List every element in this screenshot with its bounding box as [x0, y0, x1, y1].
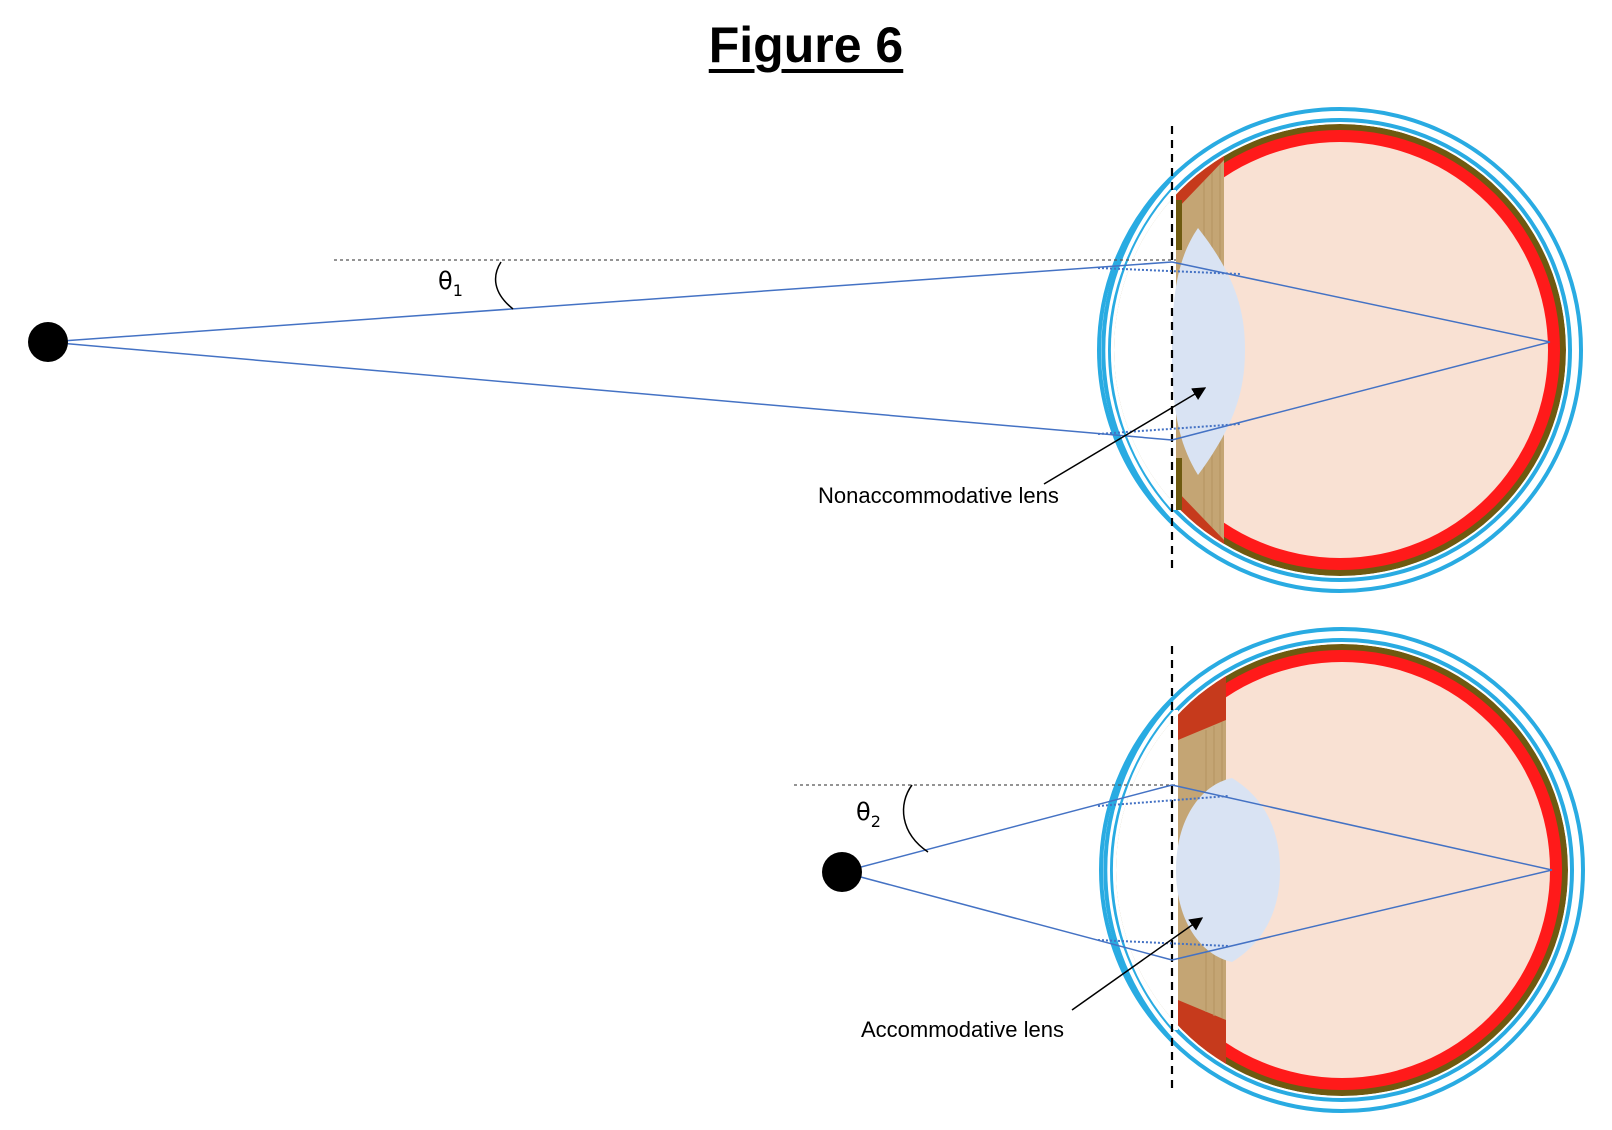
object-near: [822, 852, 862, 892]
panel-accommodative: θ2 Accommodative lens: [794, 620, 1583, 1120]
eyeball-1: [1060, 100, 1581, 600]
angle-label-1: θ1: [438, 267, 463, 300]
iris-bottom: [1176, 458, 1182, 510]
angle-label-2: θ2: [856, 798, 881, 831]
lens-label-1: Nonaccommodative lens: [818, 483, 1059, 508]
lens-label-2: Accommodative lens: [861, 1017, 1064, 1042]
eyeball-2: [1060, 620, 1583, 1120]
angle-arc-2: [904, 785, 928, 852]
angle-subscript-1: 1: [453, 281, 463, 300]
panel-nonaccommodative: θ1 Nonaccommodative lens: [28, 100, 1581, 600]
angle-symbol-1: θ: [438, 267, 453, 295]
angle-subscript-2: 2: [871, 812, 881, 831]
angle-arc-1: [496, 262, 513, 309]
iris-top: [1176, 200, 1182, 250]
ray-1-upper: [48, 262, 1172, 342]
ray-1-lower: [48, 342, 1172, 440]
object-far: [28, 322, 68, 362]
angle-symbol-2: θ: [856, 798, 871, 826]
